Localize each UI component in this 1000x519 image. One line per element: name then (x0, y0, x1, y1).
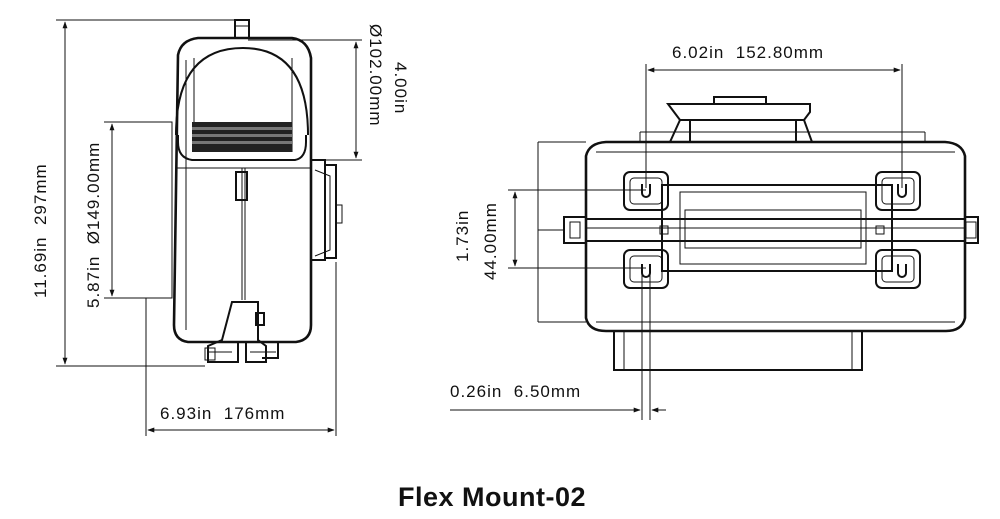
outlet-diameter-label: Ø102.00mm (366, 24, 385, 127)
dimension-outlet-diameter: Ø102.00mm 4.00in (248, 24, 410, 161)
hole-spacing-vertical-inch-label: 1.73in (453, 210, 472, 262)
dimension-hole-spacing-vertical: 1.73in 44.00mm (453, 141, 646, 323)
bottom-view (563, 96, 979, 371)
outlet-inch-label: 4.00in (391, 62, 410, 114)
overall-height-label: 11.69in 297mm (31, 163, 50, 298)
side-view (146, 19, 343, 363)
body-height-label: 5.87in Ø149.00mm (84, 142, 103, 308)
slot-width-label: 0.26in 6.50mm (450, 382, 581, 401)
dimension-body-height: 5.87in Ø149.00mm (84, 121, 146, 308)
dimension-side-width: 6.93in 176mm (145, 262, 337, 436)
hole-spacing-horizontal-label: 6.02in 152.80mm (672, 43, 824, 62)
diagram-title: Flex Mount-02 (398, 482, 586, 512)
dimension-hole-spacing-horizontal: 6.02in 152.80mm (645, 43, 903, 188)
hole-spacing-vertical-mm-label: 44.00mm (481, 202, 500, 280)
dimension-overall-height: 11.69in 297mm (31, 19, 238, 367)
dimension-slot-width: 0.26in 6.50mm (450, 270, 666, 420)
side-width-label: 6.93in 176mm (160, 404, 285, 423)
